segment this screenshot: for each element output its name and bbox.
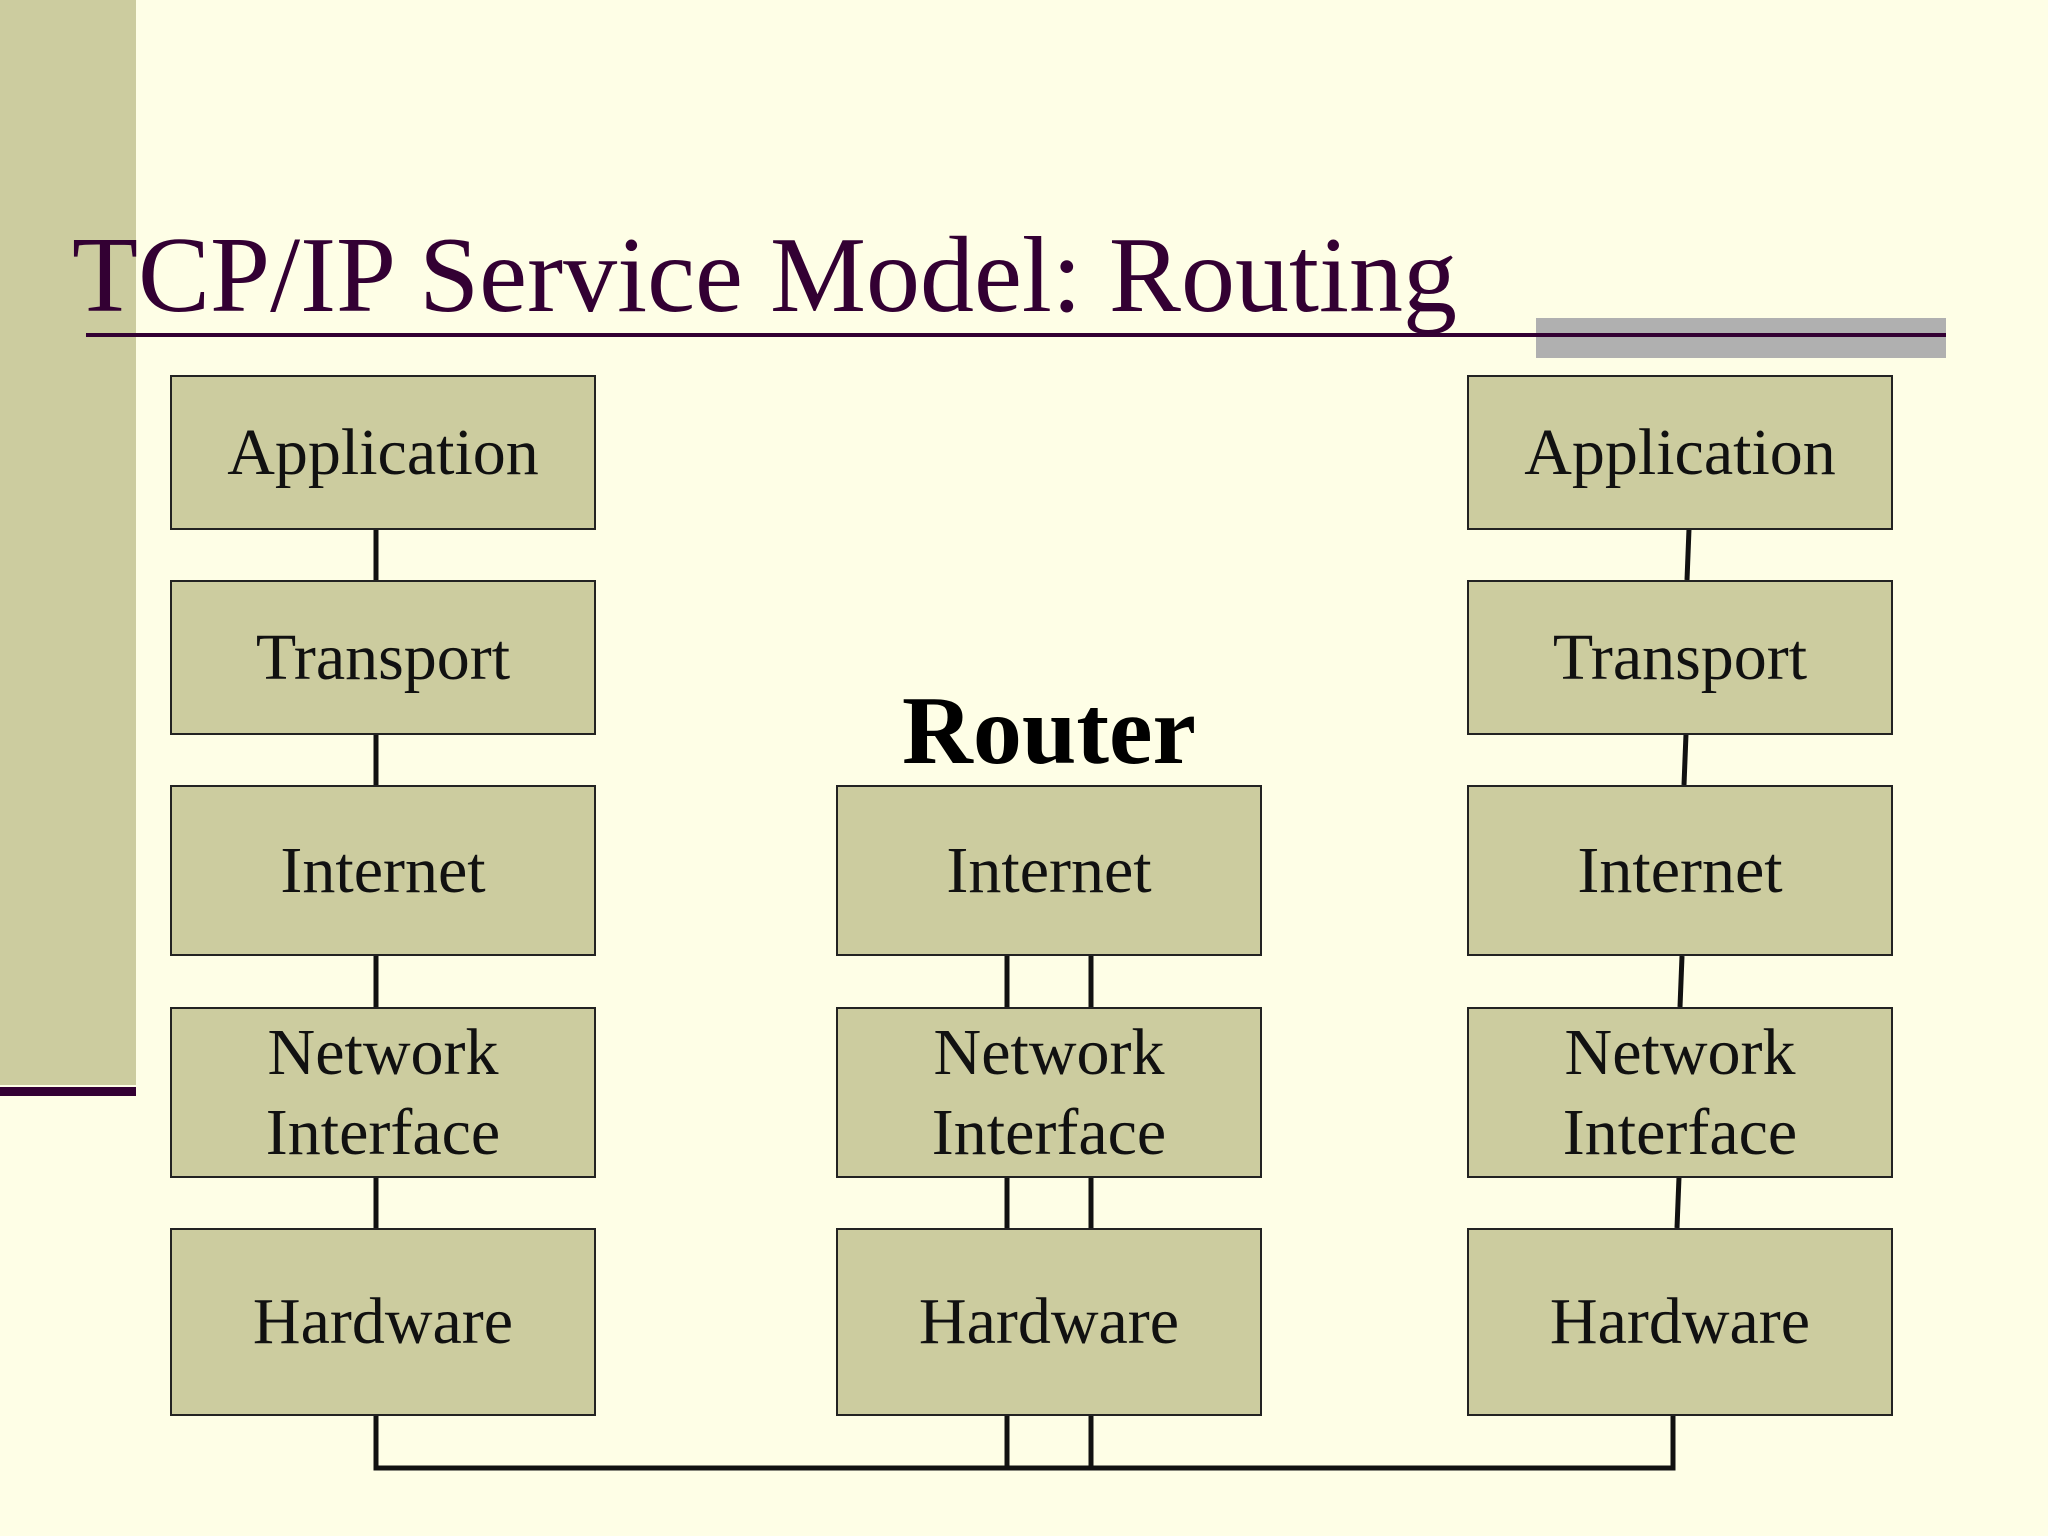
link-right-app-transport <box>1684 528 1692 581</box>
link-right-transport-internet <box>1681 733 1689 786</box>
right-internet-layer: Internet <box>1467 785 1893 956</box>
right-transport-layer: Transport <box>1467 580 1893 735</box>
router-hardware-layer: Hardware <box>836 1228 1262 1416</box>
title-accent-block <box>1536 318 1946 358</box>
router-label: Router <box>902 677 1196 785</box>
right-network-interface-layer: Network Interface <box>1467 1007 1893 1178</box>
network-bus <box>373 1416 1676 1471</box>
decorative-side-bar <box>0 0 136 1085</box>
router-internet-layer: Internet <box>836 785 1262 956</box>
link-right-netif-hardware <box>1674 1176 1682 1229</box>
left-network-interface-layer: Network Interface <box>170 1007 596 1178</box>
router-network-interface-layer: Network Interface <box>836 1007 1262 1178</box>
right-hardware-layer: Hardware <box>1467 1228 1893 1416</box>
decorative-side-rule <box>0 1087 136 1096</box>
left-transport-layer: Transport <box>170 580 596 735</box>
title-underline <box>86 333 1946 337</box>
link-right-internet-netif <box>1677 955 1685 1008</box>
left-hardware-layer: Hardware <box>170 1228 596 1416</box>
left-application-layer: Application <box>170 375 596 530</box>
right-application-layer: Application <box>1467 375 1893 530</box>
slide-title: TCP/IP Service Model: Routing <box>72 216 1457 335</box>
left-internet-layer: Internet <box>170 785 596 956</box>
title-accent-line <box>1536 333 1946 337</box>
